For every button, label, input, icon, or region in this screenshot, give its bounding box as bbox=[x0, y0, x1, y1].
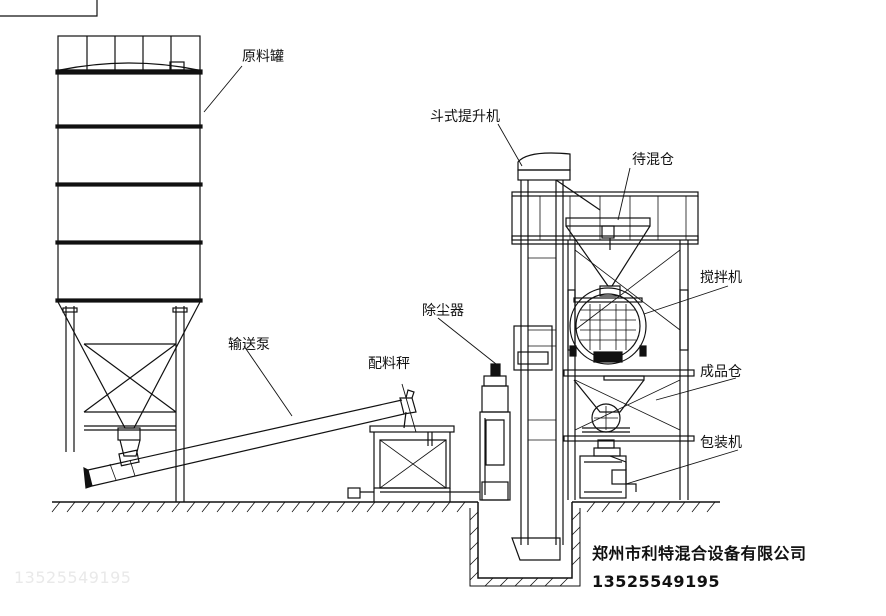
label-packing-machine: 包装机 bbox=[700, 435, 742, 451]
label-bucket-elevator: 斗式提升机 bbox=[430, 109, 500, 125]
label-batching-scale: 配料秤 bbox=[368, 356, 410, 372]
bucket-elevator bbox=[511, 152, 601, 561]
frame-corner bbox=[0, 0, 98, 17]
pre-mix-bin bbox=[565, 217, 651, 297]
company-info: 郑州市利特混合设备有限公司 13525549195 bbox=[592, 540, 882, 591]
ground bbox=[51, 501, 720, 587]
label-screw-conveyor: 输送泵 bbox=[228, 337, 270, 353]
raw-material-silo bbox=[55, 35, 203, 502]
company-phone: 13525549195 bbox=[592, 572, 720, 591]
dust-collector bbox=[479, 363, 511, 501]
screw-conveyor bbox=[83, 389, 417, 489]
leader-lines bbox=[203, 65, 739, 485]
company-name: 郑州市利特混合设备有限公司 bbox=[592, 544, 807, 563]
label-product-bin: 成品仓 bbox=[700, 364, 742, 380]
mixer bbox=[569, 287, 647, 365]
label-silo: 原料罐 bbox=[242, 49, 284, 65]
label-mixer: 搅拌机 bbox=[700, 270, 742, 286]
batching-scale bbox=[347, 425, 480, 502]
phone-watermark: 13525549195 bbox=[14, 568, 132, 587]
packing-machine bbox=[579, 447, 637, 499]
label-pre-mix-bin: 待混仓 bbox=[632, 152, 674, 168]
label-dust-collector: 除尘器 bbox=[422, 303, 464, 319]
finished-product-bin bbox=[573, 375, 645, 449]
